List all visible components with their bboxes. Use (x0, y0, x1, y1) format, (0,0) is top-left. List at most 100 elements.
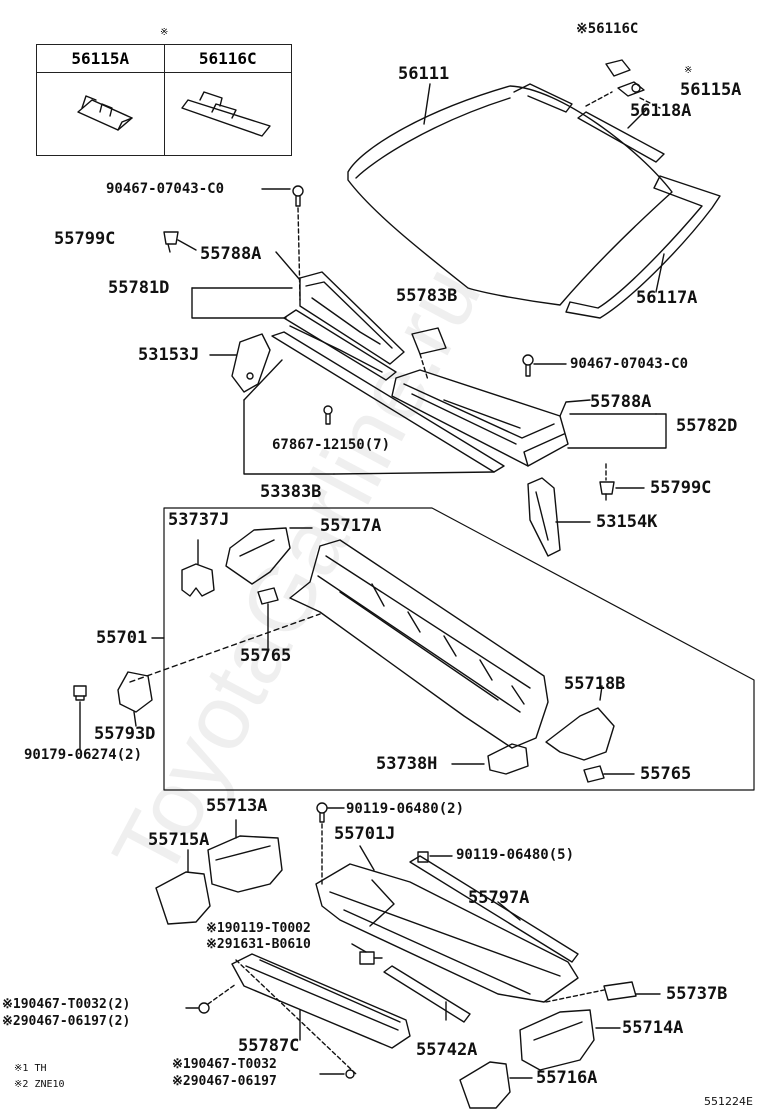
bolt-90119-5-icon (417, 851, 429, 863)
bracket-55783b (411, 327, 447, 355)
label-91631-b0610: ※291631-B0610 (206, 937, 311, 952)
footnote-1-text: TH (34, 1063, 47, 1074)
pad-55765-right (583, 765, 605, 783)
label-56117a: 56117A (636, 288, 698, 308)
inset-mark: ※ (160, 27, 169, 38)
bolt-90119-icon (316, 802, 328, 823)
cowl-main-panel-55701 (289, 539, 549, 749)
label-90467-t0032: ※190467-T0032 (172, 1057, 277, 1072)
label-55799c-left: 55799C (54, 229, 116, 249)
pad-55737b (603, 981, 637, 1001)
clip-67867-icon (323, 405, 333, 425)
label-55716a: 55716A (536, 1068, 598, 1088)
inset-header-56116c: 56116C (163, 44, 292, 73)
inset-header-56115a: 56115A (36, 44, 165, 73)
clip-90467-06197-icon (345, 1069, 355, 1079)
label-90119-t0002: ※190119-T0002 (206, 921, 311, 936)
label-55701: 55701 (96, 628, 148, 648)
reinforcement-55797a (409, 855, 579, 963)
reference-code: 551224E (704, 1095, 753, 1108)
label-56115a: 56115A (680, 80, 742, 100)
label-53737j: 53737J (168, 510, 230, 530)
side-cover-53154k (527, 477, 561, 557)
bracket-55793d (117, 671, 153, 713)
clip-56116c (605, 59, 631, 77)
bracket-53737j (181, 563, 215, 597)
label-55765-left: 55765 (240, 646, 292, 666)
footnote-1-mark: ※1 (14, 1063, 29, 1074)
seal-strip-53383b (271, 331, 505, 473)
lower-cowl-55701j (315, 863, 579, 1003)
clip-90467-t0032-icon (198, 1002, 210, 1014)
clip-55799c-icon (163, 231, 179, 253)
label-55782d: 55782D (676, 416, 738, 436)
label-55799c-right: 55799C (650, 478, 712, 498)
weatherstrip-56117a (565, 175, 721, 319)
label-55701j: 55701J (334, 824, 396, 844)
label-55765-right: 55765 (640, 764, 692, 784)
label-90467-06197-2: ※290467-06197(2) (2, 1014, 131, 1029)
label-55787c: 55787C (238, 1036, 300, 1056)
label-90467-07043-right: 90467-07043-C0 (570, 356, 689, 372)
bracket-55716a (459, 1061, 511, 1109)
label-56118a: 56118A (630, 101, 692, 121)
label-67867: 67867-12150(7) (272, 437, 391, 453)
label-55714a: 55714A (622, 1018, 684, 1038)
label-55718b: 55718B (564, 674, 626, 694)
label-90179: 90179-06274(2) (24, 747, 143, 763)
pad-55765-left (257, 587, 279, 605)
bolt-90179-icon (73, 685, 87, 701)
inset-table: 56115A 56116C (36, 44, 292, 156)
bracket-55717a (225, 527, 291, 585)
inset-cell-56116c (163, 72, 292, 156)
bracket-53738h (487, 743, 529, 775)
footnote-2-mark: ※2 (14, 1079, 29, 1090)
footnote-1: ※1 TH (14, 1064, 46, 1074)
bracket-55714a (519, 1009, 595, 1071)
clip-55799c-right-icon (599, 481, 615, 501)
label-55742a: 55742A (416, 1040, 478, 1060)
inset-cell-56115a (36, 72, 165, 156)
bolt-90119-t0002-icon (359, 951, 383, 965)
label-55781d: 55781D (108, 278, 170, 298)
cowl-lower-panel (391, 369, 569, 467)
label-55715a: 55715A (148, 830, 210, 850)
label-55793d: 55793D (94, 724, 156, 744)
label-90467-t0032-2: ※190467-T0032(2) (2, 997, 131, 1012)
label-90467-07043-top: 90467-07043-C0 (106, 181, 225, 197)
seal-55787c (231, 953, 411, 1049)
molding-56118a (577, 111, 665, 163)
label-53383b: 53383B (260, 482, 322, 502)
label-56111: 56111 (398, 64, 450, 84)
label-90119-06480-2: 90119-06480(2) (346, 801, 465, 817)
label-90119-06480-5: 90119-06480(5) (456, 847, 575, 863)
label-53153j: 53153J (138, 345, 200, 365)
molding-top (513, 83, 573, 113)
label-53154k: 53154K (596, 512, 658, 532)
cowl-top-panel (299, 271, 405, 365)
label-56116c: ※56116C (576, 21, 639, 37)
label-55797a: 55797A (468, 888, 530, 908)
label-55737b: 55737B (666, 984, 728, 1004)
bracket-55715a (155, 871, 211, 925)
label-55788a-left: 55788A (200, 244, 262, 264)
label-55717a: 55717A (320, 516, 382, 536)
bracket-55718b (545, 707, 615, 761)
side-cover-53153j (231, 333, 271, 393)
clip-56115a (617, 81, 645, 97)
clip-90467-icon (292, 185, 304, 207)
label-90467-06197: ※290467-06197 (172, 1074, 277, 1089)
clip-90467-right-icon (522, 354, 534, 377)
label-56115a-mark: ※ (684, 65, 693, 76)
label-55713a: 55713A (206, 796, 268, 816)
label-55788a-right: 55788A (590, 392, 652, 412)
label-53738h: 53738H (376, 754, 438, 774)
footnote-2: ※2 ZNE10 (14, 1080, 65, 1090)
strip-55742a (383, 965, 471, 1023)
footnote-2-text: ZNE10 (34, 1079, 65, 1090)
windshield-glass (347, 85, 673, 306)
bracket-55713a (207, 835, 283, 893)
assembly-outline-55701 (163, 507, 755, 791)
